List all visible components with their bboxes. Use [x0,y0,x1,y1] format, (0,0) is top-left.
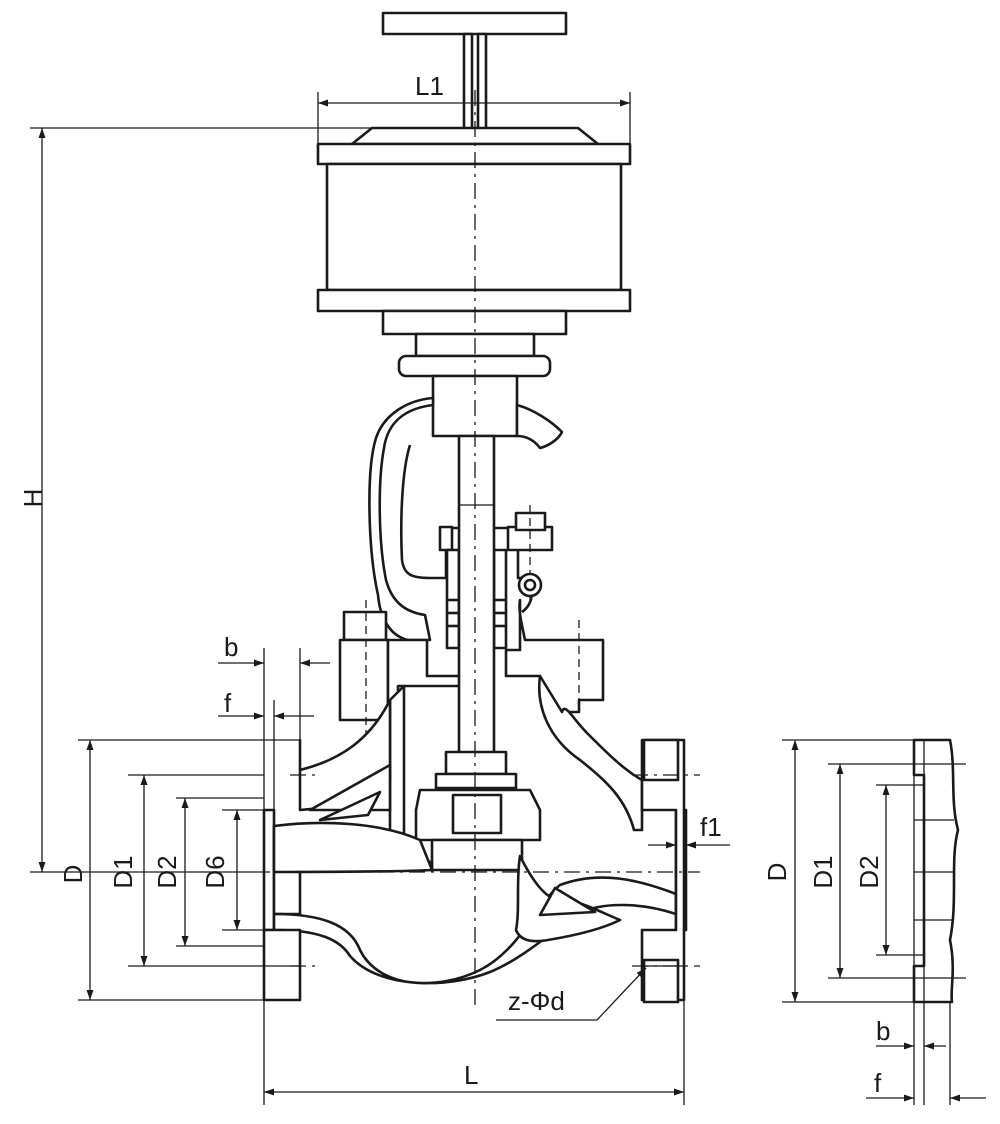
label-side-f: f [874,1068,882,1098]
label-f: f [224,688,232,718]
dimension-H: H [18,127,372,873]
label-side-b: b [876,1016,890,1046]
label-D: D [58,865,88,884]
label-side-D: D [762,863,792,882]
label-L: L [464,1060,478,1090]
leader-z-phi-d: z-Φd [496,967,647,1021]
label-side-D1: D1 [808,855,838,888]
label-z-phi-d: z-Φd [508,986,565,1016]
label-side-D2: D2 [854,855,884,888]
bonnet-bolt [338,600,462,735]
label-L1: L1 [415,71,444,101]
label-f1: f1 [700,812,722,842]
handwheel [381,11,568,131]
valve-body [262,674,688,1004]
label-D2: D2 [152,855,182,888]
flange-detail: D D1 D2 b f [762,738,986,1105]
dimension-diameters-left: D D1 D2 D6 [58,739,300,1001]
dimension-L: L [264,1000,685,1105]
label-D6: D6 [200,855,230,888]
center-lines [254,90,700,1010]
dimension-f1: f1 [648,812,730,860]
dimension-L1: L1 [317,71,631,144]
label-H: H [18,489,48,508]
gland-packing [438,505,605,714]
valve-stem [414,434,542,872]
dimension-b-f-left: b f [218,632,330,1105]
label-D1: D1 [108,855,138,888]
label-b: b [224,632,238,662]
actuator [316,126,632,378]
